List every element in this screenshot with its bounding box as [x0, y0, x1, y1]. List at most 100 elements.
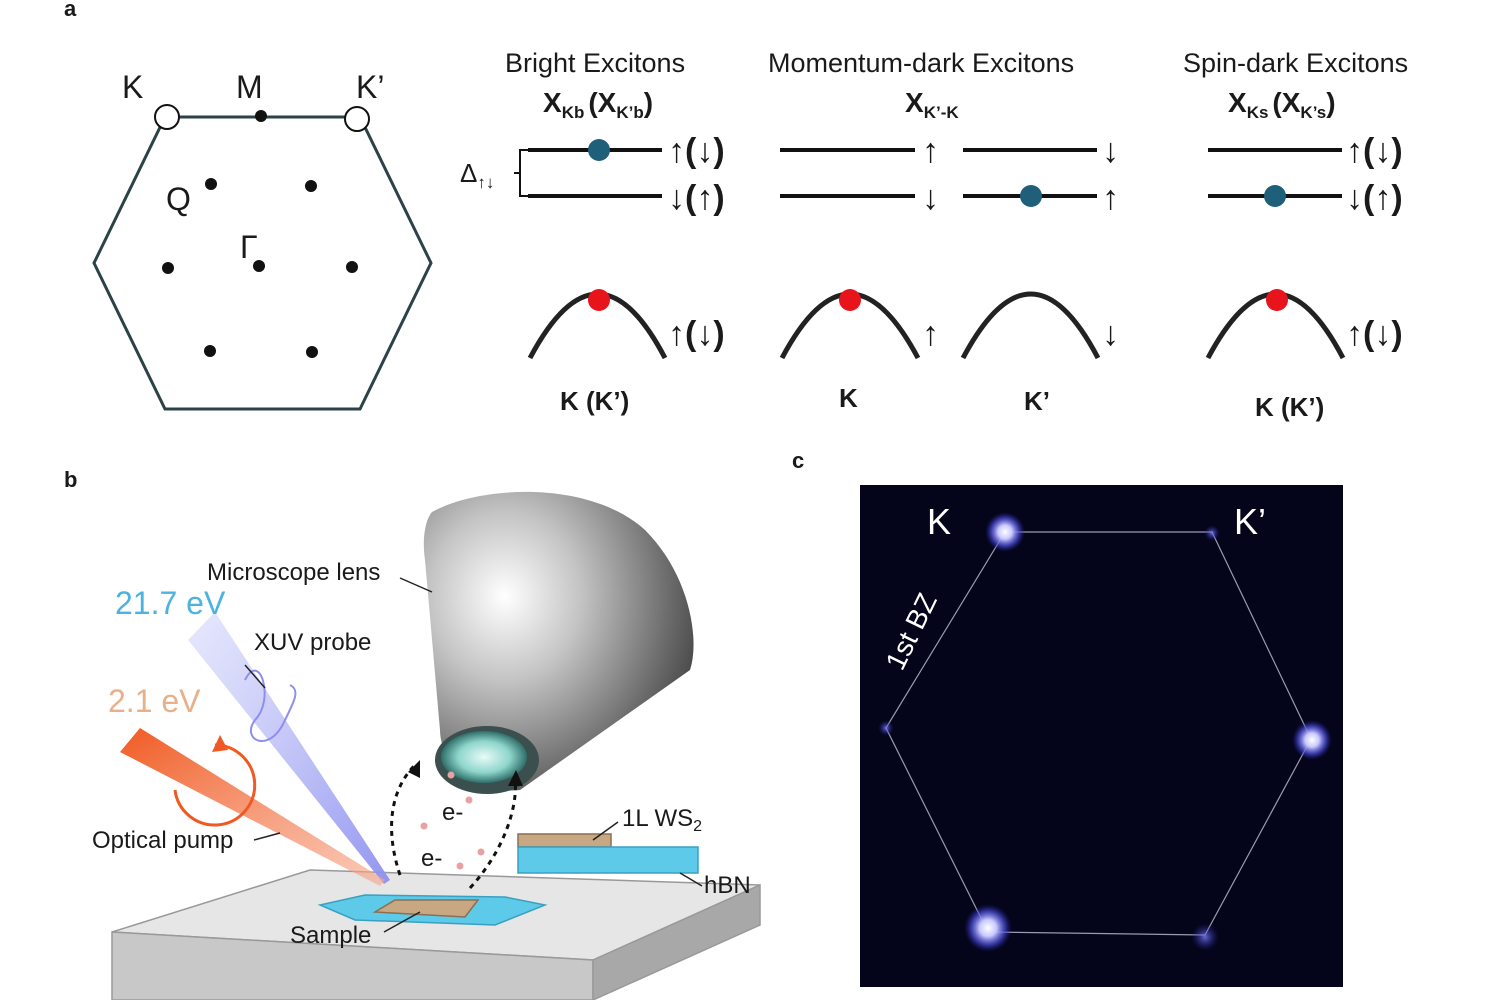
spin-dark-symbol: XKs(XK’s): [1228, 87, 1336, 122]
sd-lower-spin: ↓(↑): [1346, 179, 1403, 217]
momentum-dark-symbol: XK’-K: [905, 87, 959, 122]
map-spot-dim: [1191, 923, 1219, 951]
microscope-lens-label: Microscope lens: [207, 559, 380, 586]
md-left-upper-spin: ↑: [922, 132, 939, 170]
momentum-dark-excitons: Momentum-dark Excitons XK’-K ↑ ↓ ↓ ↑ ↑ ↓…: [768, 48, 1119, 416]
inset-hbn-layer: [517, 846, 699, 874]
map-spot-dim: [878, 720, 894, 736]
substrate-front: [111, 931, 594, 1000]
electron-path-right: [468, 779, 517, 890]
pump-energy-label: 2.1 eV: [108, 683, 201, 719]
md-right-valence-spin: ↓: [1102, 315, 1119, 353]
momentum-map: K K’ 1st BZ: [860, 485, 1343, 987]
map-label-k-prime: K’: [1234, 501, 1266, 542]
md-right-upper-spin: ↓: [1102, 132, 1119, 170]
microscope-lens-pointer: [399, 577, 433, 593]
xuv-probe-pointer: [244, 664, 266, 689]
bz-label-q: Q: [166, 181, 191, 217]
inset-hbn-pointer: [679, 872, 703, 887]
microscope-lens-body: [423, 491, 694, 791]
xuv-energy-label: 21.7 eV: [115, 585, 226, 621]
q-point-dot: [346, 261, 358, 273]
q-point-dot: [162, 262, 174, 274]
sample-ws2-flake: [372, 899, 480, 918]
sample-pointer: [383, 911, 421, 933]
map-spot-dim: [1204, 525, 1220, 541]
xuv-beam: [188, 612, 390, 884]
bz-label-gamma: Γ: [240, 229, 258, 265]
k-point-marker: [154, 104, 180, 130]
polarization-arrow-head: [212, 735, 228, 752]
bright-lower-spin: ↓(↑): [668, 179, 725, 217]
bz-label-k-prime: K’: [356, 69, 384, 105]
k-prime-point-marker: [344, 106, 370, 132]
bz-label-m: M: [236, 69, 263, 105]
md-left-lower-spin: ↓: [922, 179, 939, 217]
electron-dot: [456, 862, 464, 870]
bright-excitons: Bright Excitons XKb(XK’b) ↑(↓) ↓(↑) Δ↑↓ …: [460, 48, 725, 416]
md-right-valley-label: K’: [1024, 386, 1050, 416]
optical-pump-pointer: [253, 832, 281, 841]
exciton-electron-dot: [1264, 185, 1286, 207]
inset-ws2-layer: [517, 833, 612, 848]
hole-dot: [588, 289, 610, 311]
inset-ws2-label: 1L WS2: [622, 805, 702, 835]
map-spot: [1292, 720, 1332, 760]
hole-dot: [839, 289, 861, 311]
q-point-dot: [305, 180, 317, 192]
sd-valley-label: K (K’): [1255, 392, 1324, 422]
q-point-dot: [306, 346, 318, 358]
electron-dot: [477, 848, 485, 856]
xuv-probe-label: XUV probe: [254, 629, 371, 656]
electron-dot: [465, 796, 473, 804]
exciton-electron-dot: [1020, 185, 1042, 207]
panel-label-a: a: [64, 0, 77, 21]
q-point-dot: [204, 345, 216, 357]
panel-label-c: c: [792, 448, 804, 473]
polarization-arrow: [173, 743, 257, 827]
q-point-dot: [205, 178, 217, 190]
electron-label-lower: e-: [421, 845, 442, 872]
bright-title: Bright Excitons: [505, 48, 685, 78]
splitting-bracket: [514, 149, 528, 197]
md-right-valence-band: [960, 291, 1101, 360]
gamma-point-dot: [253, 260, 265, 272]
electron-path-right-head: [508, 770, 523, 786]
exciton-electron-dot: [588, 139, 610, 161]
hole-dot: [1266, 289, 1288, 311]
experimental-setup: Sample 21.7 eV XUV probe 2.1 eV Optical …: [92, 491, 761, 1000]
brillouin-zone: K M K’ Q Γ: [92, 69, 433, 411]
electron-dot: [447, 771, 455, 779]
spin-dark-excitons: Spin-dark Excitons XKs(XK’s) ↑(↓) ↓(↑) ↑…: [1183, 48, 1408, 422]
bright-symbol: XKb(XK’b): [543, 87, 653, 122]
sd-upper-spin: ↑(↓): [1346, 132, 1403, 170]
map-spot-k: [985, 512, 1025, 552]
map-label-k: K: [927, 501, 951, 542]
spin-dark-title: Spin-dark Excitons: [1183, 48, 1408, 78]
md-right-lower-spin: ↑: [1102, 179, 1119, 217]
xuv-pulse-wave: [244, 669, 297, 742]
bright-valley-label: K (K’): [560, 386, 629, 416]
panel-label-b: b: [64, 467, 77, 492]
bright-upper-spin: ↑(↓): [668, 132, 725, 170]
lens-aperture: [441, 731, 527, 783]
electron-path-left: [390, 763, 417, 876]
momentum-dark-title: Momentum-dark Excitons: [768, 48, 1074, 78]
md-left-valence-spin: ↑: [922, 315, 939, 353]
bz-label-k: K: [122, 69, 143, 105]
inset-hbn-label: hBN: [704, 872, 751, 899]
sd-valence-spin: ↑(↓): [1346, 315, 1403, 353]
sample-label: Sample: [290, 922, 371, 949]
substrate-side: [592, 883, 761, 1000]
bright-valence-spin: ↑(↓): [668, 315, 725, 353]
map-background: [860, 485, 1343, 987]
m-point-dot: [255, 110, 267, 122]
map-spot: [964, 904, 1012, 952]
inset-ws2-pointer: [592, 821, 619, 841]
electron-dot: [420, 822, 428, 830]
splitting-label: Δ↑↓: [460, 158, 494, 192]
electron-label-upper: e-: [442, 799, 463, 826]
optical-pump-beam: [120, 728, 385, 886]
optical-pump-label: Optical pump: [92, 827, 233, 854]
